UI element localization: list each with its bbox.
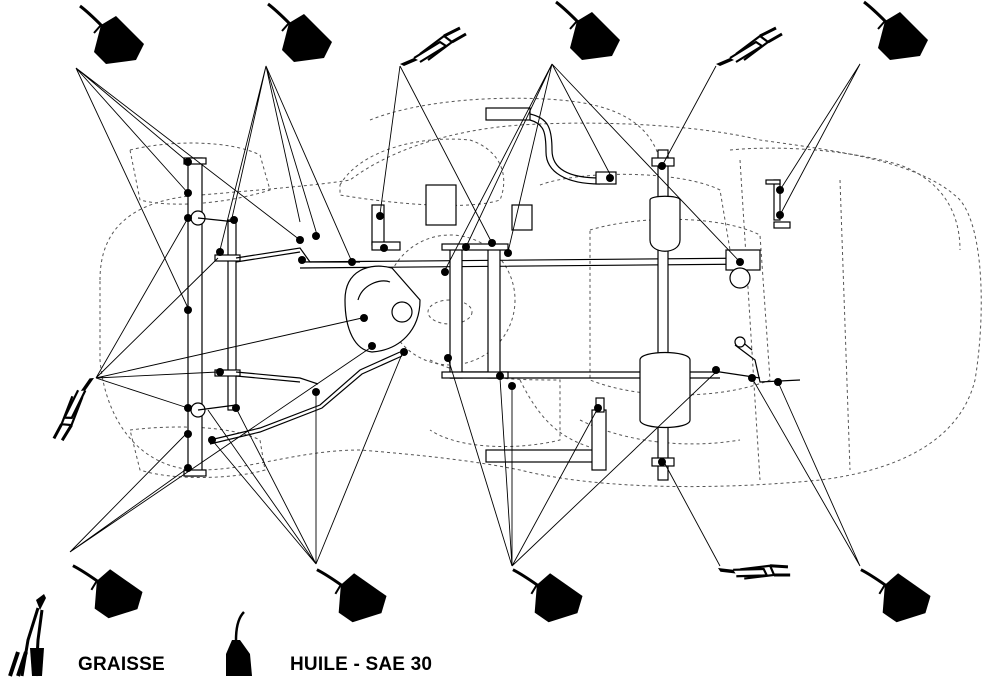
legend-grease-gun-icon: [8, 594, 46, 677]
legend-oil-label: HUILE - SAE 30: [290, 654, 433, 675]
oil-can-icon: [511, 557, 588, 629]
chassis-frame: [183, 107, 801, 481]
grease-gun-icon: [714, 26, 784, 68]
legend-grease-label: GRAISSE: [78, 654, 165, 675]
leader-lines: [69, 63, 861, 567]
oil-can-icon: [862, 0, 930, 62]
oil-can-icon: [554, 0, 622, 62]
legend-oil-can-icon: [226, 611, 252, 676]
oil-can-icon: [78, 4, 146, 66]
oil-can-icon: [266, 2, 334, 64]
oil-can-icon: [315, 557, 392, 629]
grease-gun-icon: [398, 26, 468, 68]
oil-can-icon: [71, 553, 148, 625]
tractor-body-outline: [99, 97, 982, 488]
lube-points: [184, 158, 784, 472]
grease-gun-icon: [35, 374, 115, 446]
oil-can-icon: [859, 557, 936, 629]
grease-gun-icon: [715, 535, 795, 605]
